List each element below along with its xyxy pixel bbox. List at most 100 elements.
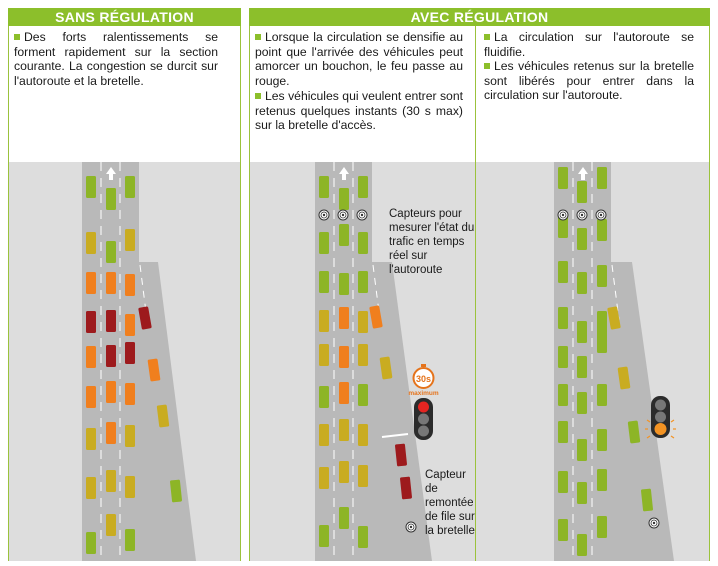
vehicle: [106, 188, 116, 210]
vehicle: [339, 419, 349, 441]
vehicle: [558, 216, 568, 238]
bullet-square-icon: [484, 63, 490, 69]
vehicle: [319, 344, 329, 366]
vehicle: [106, 422, 116, 444]
vehicle: [86, 477, 96, 499]
bullet-sans-1: Des forts ralentissements se forment rap…: [14, 30, 218, 88]
sensor-icon: [337, 209, 349, 221]
vehicle: [170, 479, 182, 503]
vehicle: [125, 342, 135, 364]
vehicle: [558, 421, 568, 443]
vehicle: [577, 534, 587, 556]
vehicle: [597, 219, 607, 241]
vehicle: [339, 461, 349, 483]
vehicle: [577, 482, 587, 504]
vehicle: [627, 420, 641, 444]
vehicle: [597, 469, 607, 491]
vehicle: [597, 331, 607, 353]
timer-icon: 30s maximum: [408, 364, 439, 397]
vehicle: [125, 529, 135, 551]
vehicle: [339, 224, 349, 246]
vehicle: [125, 274, 135, 296]
vehicle: [339, 188, 349, 210]
vehicle: [358, 176, 368, 198]
road-avec-left-ramp: [372, 262, 432, 561]
vehicle: [319, 232, 329, 254]
vehicle: [319, 386, 329, 408]
vehicle: [358, 465, 368, 487]
bullet-square-icon: [255, 34, 261, 40]
vehicle: [577, 356, 587, 378]
sensor-queue-label: Capteur de remontée de file sur la brete…: [425, 469, 475, 537]
vehicle: [597, 265, 607, 287]
vehicle: [558, 261, 568, 283]
road-sans-ramp: [139, 262, 196, 561]
vehicle: [319, 310, 329, 332]
vehicle: [339, 273, 349, 295]
vehicle: [400, 476, 412, 500]
timer-caption: maximum: [408, 390, 439, 397]
vehicle: [597, 516, 607, 538]
vehicle: [86, 386, 96, 408]
vehicle: [617, 366, 631, 390]
vehicle: [86, 272, 96, 294]
bullet-avec-right-2: Les véhicules retenus sur la bretelle so…: [484, 59, 694, 103]
up-arrow-icon: [578, 167, 588, 180]
stop-line: [381, 433, 409, 438]
sensor-traffic-label: Capteurs pour mesurer l'état du trafic e…: [389, 208, 475, 276]
vehicle: [379, 356, 393, 380]
bullet-square-icon: [255, 93, 261, 99]
vehicle: [319, 176, 329, 198]
vehicle: [86, 532, 96, 554]
road-avec-right-ramp: [611, 262, 674, 561]
vehicle: [339, 307, 349, 329]
vehicle: [125, 314, 135, 336]
vehicle: [106, 310, 116, 332]
vehicle: [607, 306, 621, 330]
timer-value: 30s: [416, 374, 431, 384]
vehicle: [125, 425, 135, 447]
vehicle: [558, 384, 568, 406]
vehicle: [339, 346, 349, 368]
vehicle: [106, 470, 116, 492]
vehicle: [319, 467, 329, 489]
up-arrow-icon: [339, 167, 349, 180]
vehicle: [577, 392, 587, 414]
bullet-square-icon: [14, 34, 20, 40]
vehicle: [558, 307, 568, 329]
vehicle: [577, 439, 587, 461]
vehicle: [641, 488, 653, 512]
vehicle: [597, 311, 607, 333]
vehicle: [125, 176, 135, 198]
vehicle: [86, 311, 96, 333]
traffic-light-orange-icon: [645, 396, 676, 439]
vehicle: [358, 271, 368, 293]
vehicle: [106, 272, 116, 294]
vehicle: [597, 167, 607, 189]
vehicle: [395, 443, 407, 467]
traffic-light-red-icon: [414, 398, 433, 440]
vehicle: [86, 176, 96, 198]
vehicle: [339, 507, 349, 529]
vehicle: [597, 429, 607, 451]
vehicles: [86, 167, 653, 556]
vehicle: [319, 271, 329, 293]
vehicle: [358, 424, 368, 446]
header-avec-regulation: AVEC RÉGULATION: [249, 8, 710, 26]
vehicle: [86, 428, 96, 450]
vehicle: [358, 311, 368, 333]
vehicle: [86, 232, 96, 254]
vehicle: [339, 382, 349, 404]
vehicle: [156, 404, 170, 428]
vehicle: [558, 167, 568, 189]
bullet-avec-left-2: Les véhicules qui veulent entrer sont re…: [255, 89, 463, 133]
sensor-icon: [356, 209, 368, 221]
vehicle: [597, 384, 607, 406]
vehicle: [125, 476, 135, 498]
vehicle: [358, 344, 368, 366]
vehicle: [106, 241, 116, 263]
vehicle: [358, 232, 368, 254]
vehicle: [138, 306, 152, 330]
vehicle: [86, 346, 96, 368]
